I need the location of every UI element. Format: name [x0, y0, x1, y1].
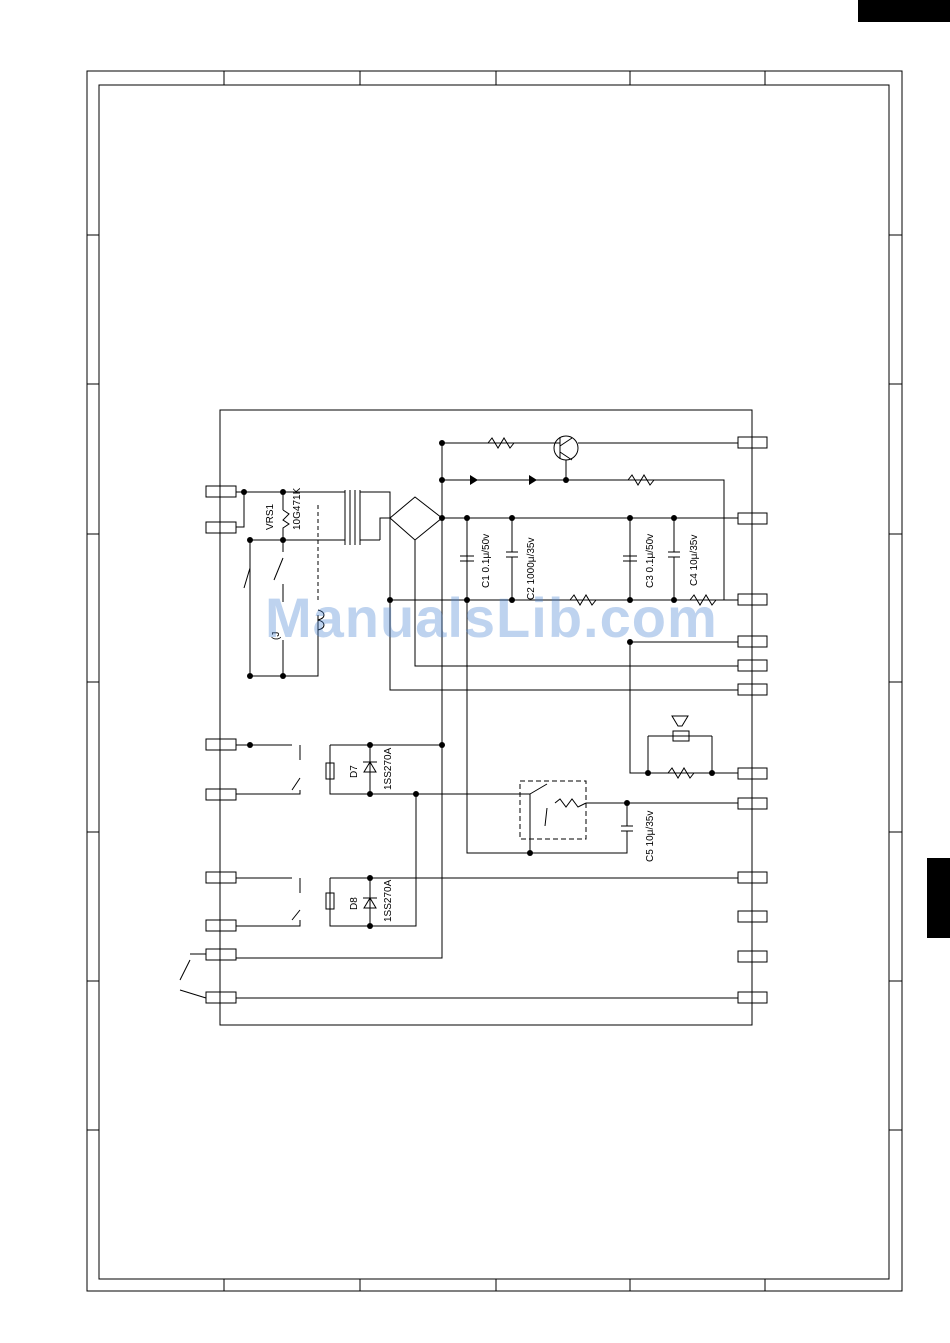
capacitor-c2: [506, 518, 518, 600]
c1-label: C1 0.1μ/50v: [481, 534, 492, 588]
capacitor-c4: [668, 518, 680, 600]
d8-label: D8: [349, 897, 360, 910]
bridge-rectifier: [380, 492, 738, 540]
left-connectors: [206, 486, 236, 1003]
c3-label: C3 0.1μ/50v: [645, 534, 656, 588]
inner-frame: [99, 85, 889, 1279]
capacitor-c1: [460, 548, 474, 600]
partial-label: (J: [271, 632, 282, 640]
buzzer: [648, 716, 738, 773]
c2-label: C2 1000μ/35v: [526, 538, 537, 600]
c4-label: C4 10μ/35v: [689, 535, 700, 586]
junction-dots: [241, 440, 715, 929]
vrs1-label: VRS1: [265, 503, 276, 530]
input-section: [236, 490, 380, 676]
d7-part-label: 1SS270A: [383, 747, 394, 790]
d8-part-label: 1SS270A: [383, 879, 394, 922]
capacitor-c5: [530, 803, 633, 853]
c5-label: C5 10μ/35v: [645, 811, 656, 862]
outer-frame: [87, 71, 902, 1291]
capacitor-c3: [623, 548, 637, 600]
vrs1-part-label: 10G471K: [292, 487, 303, 530]
d7-label: D7: [349, 765, 360, 778]
